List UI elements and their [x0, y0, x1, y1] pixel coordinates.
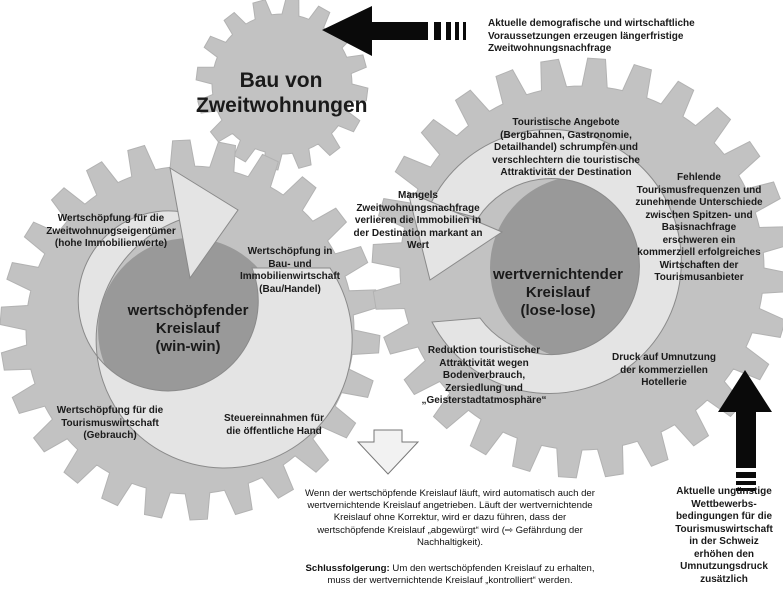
label-frequencies-line: Wirtschaften der [659, 259, 739, 271]
label-reduction-line: Attraktivität wegen [439, 357, 529, 369]
label-construction: Wertschöpfung in Bau- und Immobilienwirt… [234, 246, 346, 296]
label-tax: Steuereinnahmen für die öffentliche Hand [214, 413, 334, 438]
label-frequencies-line: zunehmende Unterschiede [635, 197, 763, 208]
top-arrow-text-line: Zweitwohnungsnachfrage [488, 43, 612, 54]
label-tourism-line: Wertschöpfung für die [56, 405, 164, 416]
left-cycle-title-line1: wertschöpfender [127, 302, 249, 319]
label-frequencies-line: Fehlende [677, 172, 721, 183]
label-offers-line: verschlechtern die touristische [492, 154, 640, 166]
label-frequencies-line: Tourismusanbieter [654, 272, 744, 283]
right-cycle-title-line1: wertvernichtender [492, 266, 624, 283]
right-cycle-title-line2: Kreislauf [525, 284, 591, 301]
bottom-right-up-arrow [718, 370, 772, 491]
label-frequencies-line: erschweren ein [662, 234, 736, 246]
label-offers-line: Attraktivität der Destination [500, 167, 632, 178]
bottom-right-text-line: erhöhen den [693, 548, 754, 560]
label-offers: Touristische Angebote (Bergbahnen, Gastr… [476, 117, 656, 180]
left-cycle-ring [77, 210, 353, 469]
left-cycle-title-line3: (win-win) [155, 338, 221, 355]
conclusion-heading: Schlussfolgerung: [305, 563, 390, 574]
top-arrow-text: Aktuelle demografische und wirtschaftlic… [488, 18, 748, 56]
label-demand-line: verlieren die Immobilien in [354, 215, 482, 226]
label-tourism-line: (Gebrauch) [83, 430, 137, 441]
label-demand-line: Mangels [397, 190, 438, 201]
conclusion-summary-line1: Schlussfolgerung: Um den wertschöpfenden… [270, 563, 630, 575]
bottom-right-text: Aktuelle ungünstige Wettbewerbs- bedingu… [668, 486, 780, 586]
label-offers-line: Detailhandel) schrumpfen und [494, 142, 638, 153]
label-tax-line: Steuereinnahmen für [223, 413, 325, 424]
bottom-right-text-line: Tourismuswirtschaft [675, 523, 773, 535]
label-demand-line: der Destination markant an [353, 227, 483, 239]
label-tourism: Wertschöpfung für die Tourismuswirtschaf… [40, 405, 180, 443]
left-cycle-arrowhead [169, 166, 239, 280]
bottom-right-text-line: Aktuelle ungünstige [676, 486, 772, 497]
label-pressure: Druck auf Umnutzung der kommerziellen Ho… [596, 352, 732, 390]
right-cycle-arrowhead [407, 191, 504, 281]
label-construction-line: Bau- und [268, 258, 312, 270]
label-offers-line: (Bergbahnen, Gastronomie, [500, 129, 632, 141]
right-cycle-title: wertvernichtender Kreislauf (lose-lose) [488, 266, 628, 320]
conclusion-line: wertschöpfende Kreislauf „abgewürgt“ wir… [317, 524, 583, 536]
label-owners-line: (hohe Immobilienwerte) [54, 238, 168, 249]
label-pressure-line: Hotellerie [641, 377, 687, 388]
conclusion-line: Kreislauf ohne Korrektur, wird er dazu f… [333, 512, 567, 524]
top-gear-title-line2: Zweitwohnungen [196, 94, 368, 117]
conclusion-line: Nachhaltigkeit). [416, 536, 484, 548]
label-frequencies-line: zwischen Spitzen- und [645, 209, 753, 221]
conclusion-line: wertvernichtende Kreislauf angetrieben. … [307, 500, 593, 512]
label-frequencies-line: Tourismusfrequenzen und [636, 184, 762, 196]
label-demand-line: Wert [406, 240, 430, 251]
top-gear-title: Bau von Zweitwohnungen [196, 68, 368, 118]
label-reduction-line: Zersiedlung und [445, 382, 523, 394]
label-owners-line: Wertschöpfung für die [57, 213, 165, 224]
label-reduction-line: Reduktion touristischer [427, 345, 541, 356]
conclusion-paragraph: Wenn der wertschöpfende Kreislauf läuft,… [270, 488, 630, 549]
label-construction-line: Wertschöpfung in [247, 246, 333, 257]
label-owners-line: Zweitwohnungseigentümer [46, 225, 176, 237]
top-gear [195, 0, 369, 171]
top-arrow-text-line: Voraussetzungen erzeugen längerfristige [488, 30, 684, 42]
label-frequencies-line: kommerziell erfolgreiches [637, 247, 761, 258]
label-reduction-line: „Geisterstadtatmosphäre“ [421, 395, 547, 406]
top-arrow-text-line: Aktuelle demografische und wirtschaftlic… [488, 18, 695, 29]
bottom-right-text-line: Wettbewerbs- [691, 498, 757, 510]
conclusion-heading-rest: Um den wertschöpfenden Kreislauf zu erha… [389, 563, 595, 574]
right-cycle-ring [429, 129, 682, 394]
label-offers-line: Touristische Angebote [512, 117, 620, 128]
label-demand: Mangels Zweitwohnungsnachfrage verlieren… [336, 190, 500, 253]
label-reduction-line: Bodenverbrauch, [442, 370, 526, 381]
label-tourism-line: Tourismuswirtschaft [61, 417, 159, 429]
cycle-rings [77, 129, 682, 469]
top-left-arrow [322, 6, 466, 56]
label-frequencies: Fehlende Tourismusfrequenzen und zunehme… [624, 172, 774, 285]
label-reduction: Reduktion touristischer Attraktivität we… [400, 345, 568, 408]
label-frequencies-line: Basisnachfrage [661, 222, 737, 233]
label-owners: Wertschöpfung für die Zweitwohnungseigen… [30, 213, 192, 251]
label-pressure-line: Druck auf Umnutzung [612, 352, 716, 363]
label-construction-line: (Bau/Handel) [259, 283, 321, 295]
bottom-right-text-line: Umnutzungsdruck [680, 561, 768, 572]
bottom-right-text-line: in der Schweiz [689, 536, 759, 547]
label-construction-line: Immobilienwirtschaft [239, 271, 340, 282]
top-gear-title-line1: Bau von [239, 69, 323, 92]
left-cycle-title-line2: Kreislauf [155, 320, 221, 337]
bottom-right-text-line: bedingungen für die [675, 511, 773, 522]
right-cycle-title-line3: (lose-lose) [520, 302, 596, 319]
label-demand-line: Zweitwohnungsnachfrage [356, 202, 480, 214]
conclusion-summary-line2: muss der wertvernichtende Kreislauf „kon… [327, 575, 573, 587]
top-gear-body [195, 0, 369, 171]
hollow-down-arrow [356, 429, 420, 475]
left-cycle-title: wertschöpfender Kreislauf (win-win) [118, 302, 258, 356]
label-pressure-line: der kommerziellen [620, 364, 708, 376]
arrows-layer [322, 6, 772, 491]
bottom-right-text-line: zusätzlich [700, 573, 748, 585]
label-tax-line: die öffentliche Hand [226, 425, 322, 437]
conclusion-summary: Schlussfolgerung: Um den wertschöpfenden… [270, 563, 630, 587]
conclusion-line: Wenn der wertschöpfende Kreislauf läuft,… [305, 488, 595, 499]
